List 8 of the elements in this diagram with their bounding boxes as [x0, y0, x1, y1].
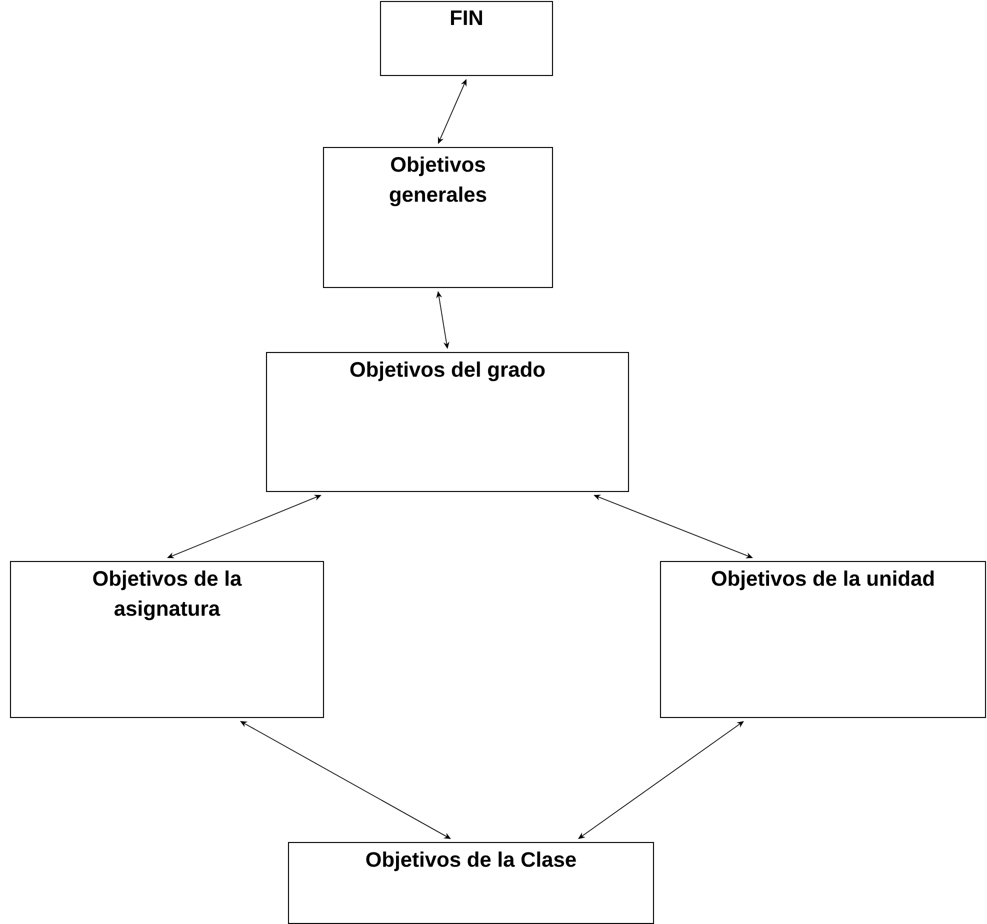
process-box: Objetivos generales	[323, 147, 553, 288]
process-box: Objetivos de la asignatura	[10, 561, 324, 718]
arrow	[578, 721, 744, 839]
arrow	[240, 721, 451, 839]
process-box: FIN	[380, 1, 553, 76]
process-box: Objetivos del grado	[266, 352, 629, 492]
process-box: Objetivos de la Clase	[288, 842, 654, 924]
process-box: Objetivos de la unidad	[660, 561, 986, 718]
